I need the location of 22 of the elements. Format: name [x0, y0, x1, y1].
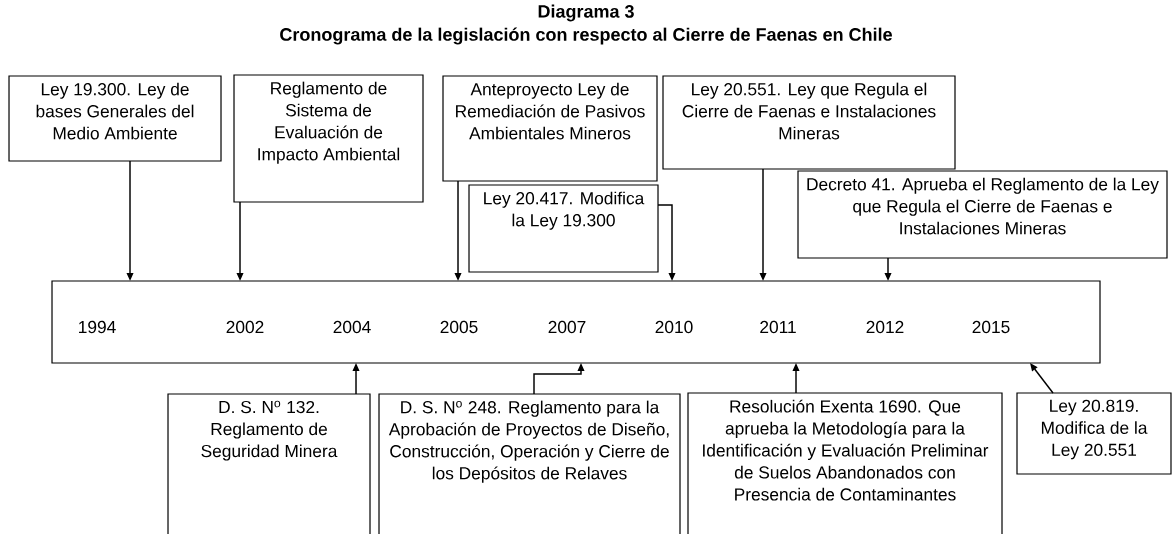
event-box: Ley 20.417. Modifica la Ley 19.300	[468, 184, 659, 273]
diagram-number: Diagrama 3	[538, 4, 634, 22]
year-label: 2007	[548, 320, 586, 334]
event-box: Reglamento de Sistema de Evaluación de Impacto Ambiental	[233, 74, 424, 203]
year-label: 2012	[866, 320, 904, 334]
event-box: Ley 19.300. Ley de bases Generales del Medio Ambiente	[8, 75, 222, 162]
title: Cronograma de la legislación con respecto al Cierre de Faenas en Chile	[280, 27, 892, 45]
arrow	[1030, 363, 1054, 394]
year-label: 2005	[440, 320, 478, 334]
document-box: D. S. N$^{o}$ 132. Reglamento de Seguridad Minera	[167, 393, 371, 534]
year-label: 2004	[333, 320, 371, 334]
year-label: 2010	[655, 320, 693, 334]
event-box: Ley 20.819. Modifica de la Ley 20.551	[1016, 392, 1172, 475]
year-label: 2015	[972, 320, 1010, 334]
year-label: 2002	[226, 320, 264, 334]
document-box: D. S. N$^{o}$ 248. Reglamento para la Aprobación de Proyectos de Diseño, Construcción, Operación y Cierre de los Depósitos de Relaves	[378, 393, 681, 534]
event-box: Ley 20.551. Ley que Regula el Cierre de Faenas e Instalaciones Mineras	[662, 75, 956, 170]
document-box: Resolución Exenta 1690. Que aprueba la Metodología para la Identificación y Evaluación Preliminar de Suelos Abandonados con Presencia de Contaminantes	[687, 392, 1003, 534]
year-label: 2011	[760, 320, 796, 334]
event-box: Decreto 41. Aprueba el Reglamento de la Ley que Regula el Cierre de Faenas e Instalaciones Mineras	[797, 170, 1168, 259]
event-box: Anteproyecto Ley de Remediación de Pasivos Ambientales Mineros	[442, 75, 658, 182]
year-label: 1994	[79, 320, 116, 334]
